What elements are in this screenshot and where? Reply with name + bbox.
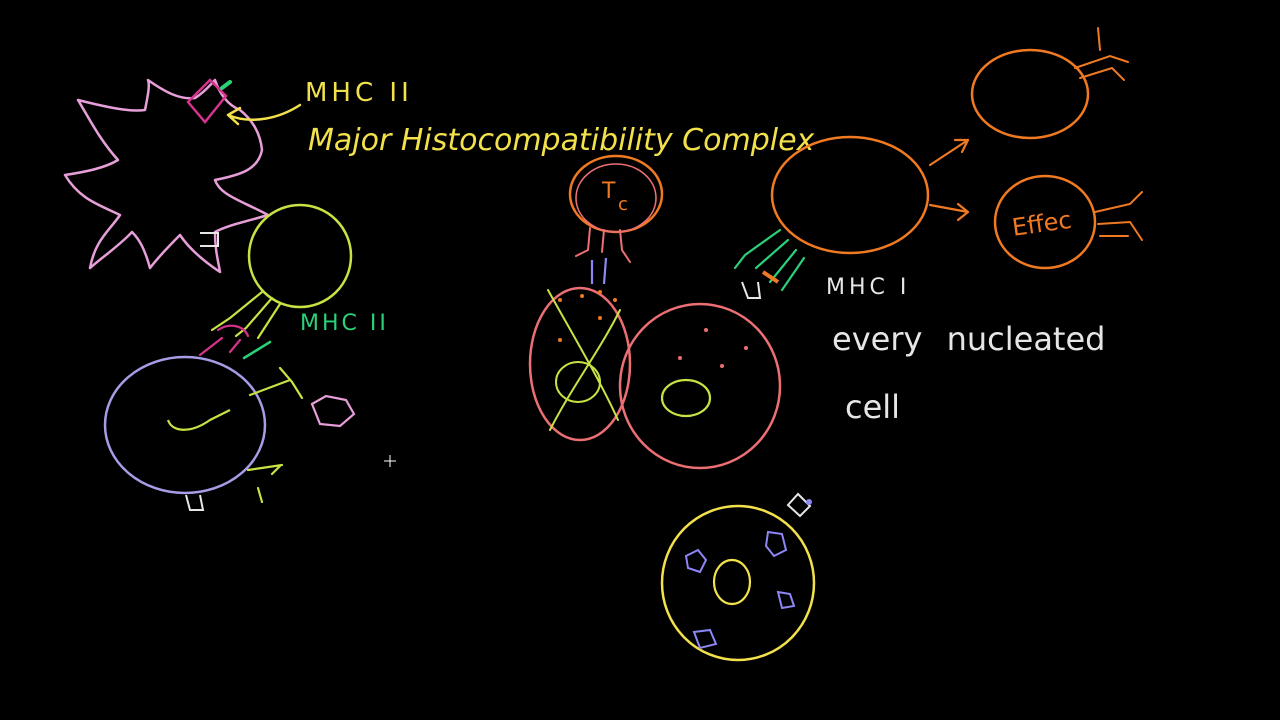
proliferation-arrow-top: [928, 138, 970, 167]
helper-t-receptor: [210, 290, 282, 340]
b-cell-nucleus-mark: [166, 409, 231, 431]
crosshair-cursor-icon: [384, 455, 396, 467]
effector-receptor: [1094, 191, 1143, 241]
cytotoxic-t-receptor: [575, 227, 631, 263]
infected-cell-particles: [558, 290, 617, 342]
nucleated-cell-particles: [678, 328, 748, 368]
helper-t-cell: [247, 203, 353, 309]
mhc2-complex-bcell: [198, 324, 250, 357]
mhc1-orange-mark: [761, 270, 780, 284]
cytotoxic-t-cell: [568, 154, 664, 234]
every-nucleated-label: every nucleated: [832, 320, 1105, 358]
progeny-cell-top: [970, 48, 1090, 140]
proliferation-arrow-bottom: [928, 202, 970, 222]
progeny-top-receptor: [1074, 27, 1129, 81]
activated-t-receptor: [733, 228, 806, 292]
dendritic-cell: [63, 78, 270, 274]
nucleated-cell-nucleus: [660, 378, 712, 418]
b-cell: [103, 355, 267, 495]
mhc2-top-label: MHC II: [305, 78, 413, 108]
mhc-full-label: Major Histocompatibility Complex: [308, 123, 815, 158]
cell-label: cell: [845, 388, 900, 426]
infected-cell: [528, 286, 632, 442]
activated-t-cell: [770, 135, 930, 255]
mhc1-marker-infected: [590, 257, 608, 285]
mhc2-marker-dendritic: [186, 78, 232, 124]
bottom-cell-mhc-bracket: [786, 492, 812, 518]
nucleated-cell: [618, 302, 782, 470]
effector-label: Effec: [1010, 206, 1073, 242]
mhc2-pointer-arrow: [226, 103, 302, 126]
bottom-cell: [660, 504, 816, 662]
mhc1-bracket: [741, 281, 762, 299]
mhc1-label: MHC I: [826, 275, 910, 300]
bottom-cell-mhc-dot: [806, 499, 812, 505]
antigen-hexagon: [310, 394, 356, 428]
effector-cell: [993, 174, 1097, 270]
bottom-cell-nucleus: [712, 558, 752, 606]
tc-label: T: [601, 179, 616, 204]
mhc2-green-label: MHC II: [300, 311, 389, 336]
b-cell-antibodies: [246, 366, 304, 504]
mhc-bracket-small: [200, 232, 219, 247]
bottom-cell-particles: [684, 530, 796, 650]
mhc2-green-mark: [242, 340, 272, 360]
tc-subscript: c: [618, 194, 628, 215]
b-cell-mhc-bracket: [185, 494, 205, 511]
infected-cell-cross: [547, 289, 621, 431]
